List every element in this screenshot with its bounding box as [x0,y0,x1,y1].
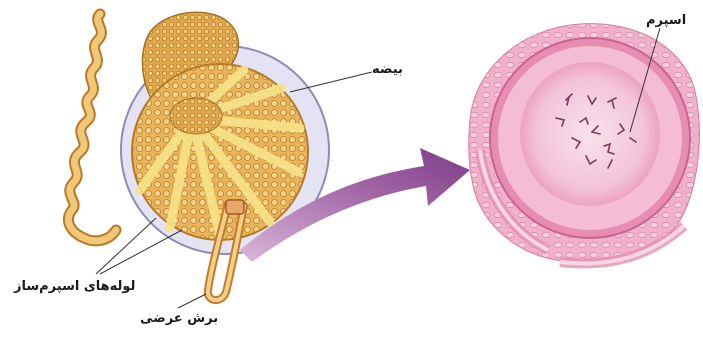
tubule-cross-section [469,24,700,264]
section-cut-marker [226,200,244,214]
label-cross-section: برش عرضی [140,312,218,325]
label-seminiferous-tubules: لوله‌های اسپرم‌ساز [14,280,135,293]
label-testis: بیضه [372,63,403,76]
testis-illustration [68,12,372,308]
label-sperm: اسپرم [646,14,686,27]
tubule-lumen [520,62,660,206]
